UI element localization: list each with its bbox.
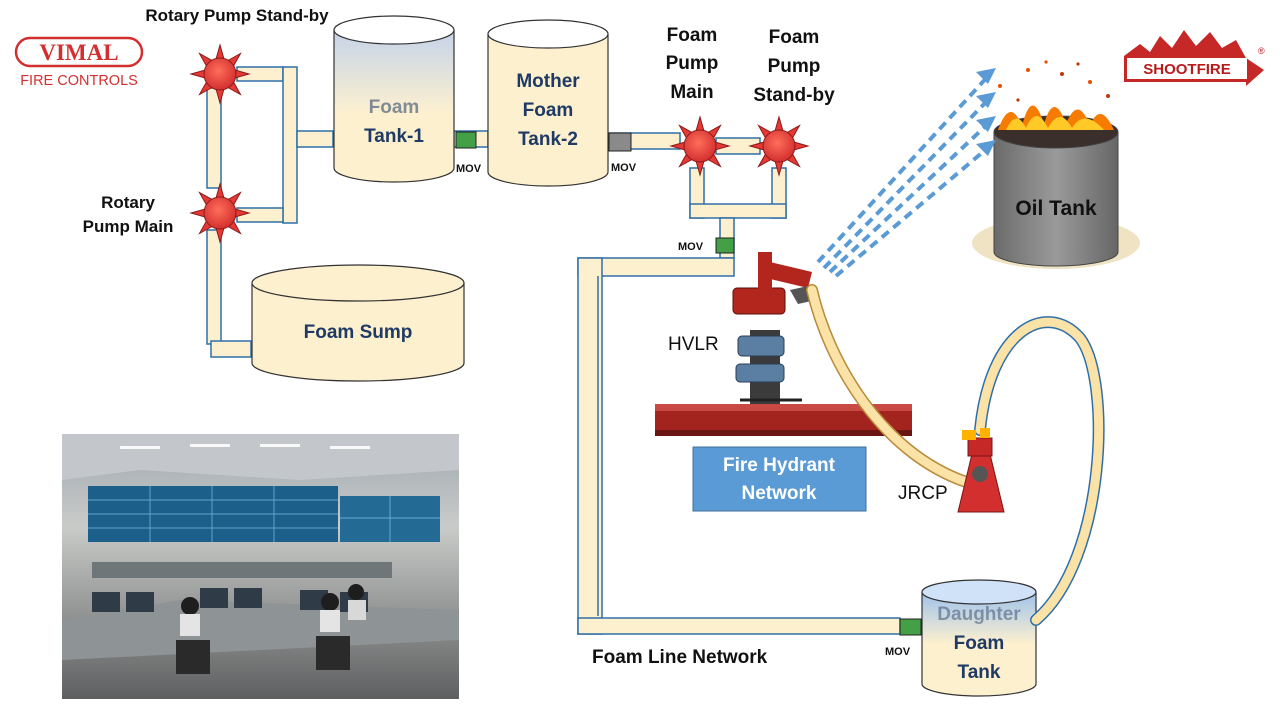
rotary-pump-main-label-line2: Pump Main [83,217,174,236]
jrcp-cannon-icon[interactable] [957,428,1005,513]
oil-tank: Oil Tank [972,60,1140,269]
foam-pump-main-label-line1: Foam [667,25,718,46]
mother-tank-label-line2: Foam [523,100,574,121]
foam-pump-main-label-line3: Main [670,82,713,103]
pump-spike [695,115,705,133]
ceiling-lights [120,444,370,449]
daughter-tank-label-line2: Foam [954,633,1005,654]
mother-tank-label-line1: Mother [516,71,580,92]
hvlr-monitor-icon[interactable] [732,252,816,404]
pump-spike [792,141,810,151]
mov-valve-daughter[interactable]: MOV [885,618,922,658]
mov-label-pumps: MOV [678,241,704,253]
rotary-pump-standby-label: Rotary Pump Stand-by [145,6,329,25]
foam-tank-1-label-line1: Foam [369,97,420,118]
rotary-pump-main-label-line1: Rotary [101,193,155,212]
left-pipe-network [206,66,901,635]
mov-label-tank1: MOV [456,163,482,175]
mov-valve-pumps[interactable]: MOV [678,237,735,254]
foam-pump-main-icon[interactable] [669,115,731,177]
rotary-pump-standby-icon[interactable] [189,43,251,105]
daughter-foam-tank: Daughter Foam Tank [921,579,1037,697]
pump-spike [189,69,207,79]
hvlr-hose [807,285,971,487]
mov-valve-tank1[interactable]: MOV [455,131,482,175]
mother-foam-tank-2: Mother Foam Tank-2 [487,19,609,187]
shootfire-logo: SHOOTFIRE ® [1124,30,1265,86]
foam-pump-main-label-line2: Pump [666,53,719,74]
registered-mark: ® [1258,46,1265,56]
fire-hydrant-label-line2: Network [742,483,817,504]
rotary-pump-main-icon[interactable] [189,182,251,244]
mov-valve-tank2[interactable]: MOV [608,132,637,174]
foam-tank-1: Foam Tank-1 [333,15,455,183]
foam-pump-standby-label-line3: Stand-by [753,85,835,106]
pump-spike [215,43,225,61]
foam-sump: Foam Sump [251,264,465,382]
shootfire-logo-text: SHOOTFIRE [1143,61,1231,78]
mov-label-daughter: MOV [885,646,911,658]
foam-line-network-label: Foam Line Network [592,647,768,668]
spray-arrowheads [976,68,996,156]
jrcp-hose [975,317,1104,625]
foam-pump-standby-icon[interactable] [748,115,810,177]
vimal-logo-text: VIMAL [39,40,118,65]
pump-spike [774,115,784,133]
control-room-photo [62,434,459,699]
operator-desks [62,562,459,674]
foam-pump-standby-label-line2: Pump [768,56,821,77]
mother-tank-label-line3: Tank-2 [518,129,578,150]
fire-hydrant-label-line1: Fire Hydrant [723,455,836,476]
oil-tank-label: Oil Tank [1015,197,1097,220]
video-wall [88,486,440,542]
oil-tank-fire [998,60,1114,130]
fire-hydrant-network-box: Fire Hydrant Network [692,446,867,512]
foam-sump-label: Foam Sump [304,322,413,343]
vimal-logo: VIMAL FIRE CONTROLS [14,36,144,89]
daughter-tank-label-line1: Daughter [937,604,1021,625]
foam-pump-standby-label-line1: Foam [769,27,820,48]
foam-spray-arrows [816,72,992,278]
jrcp-label: JRCP [898,483,948,504]
vimal-logo-subtitle: FIRE CONTROLS [20,73,138,89]
pump-spike [189,208,207,218]
hvlr-label: HVLR [668,334,719,355]
daughter-tank-label-line3: Tank [958,662,1001,683]
mov-label-tank2: MOV [611,162,637,174]
foam-tank-1-label-line2: Tank-1 [364,126,424,147]
